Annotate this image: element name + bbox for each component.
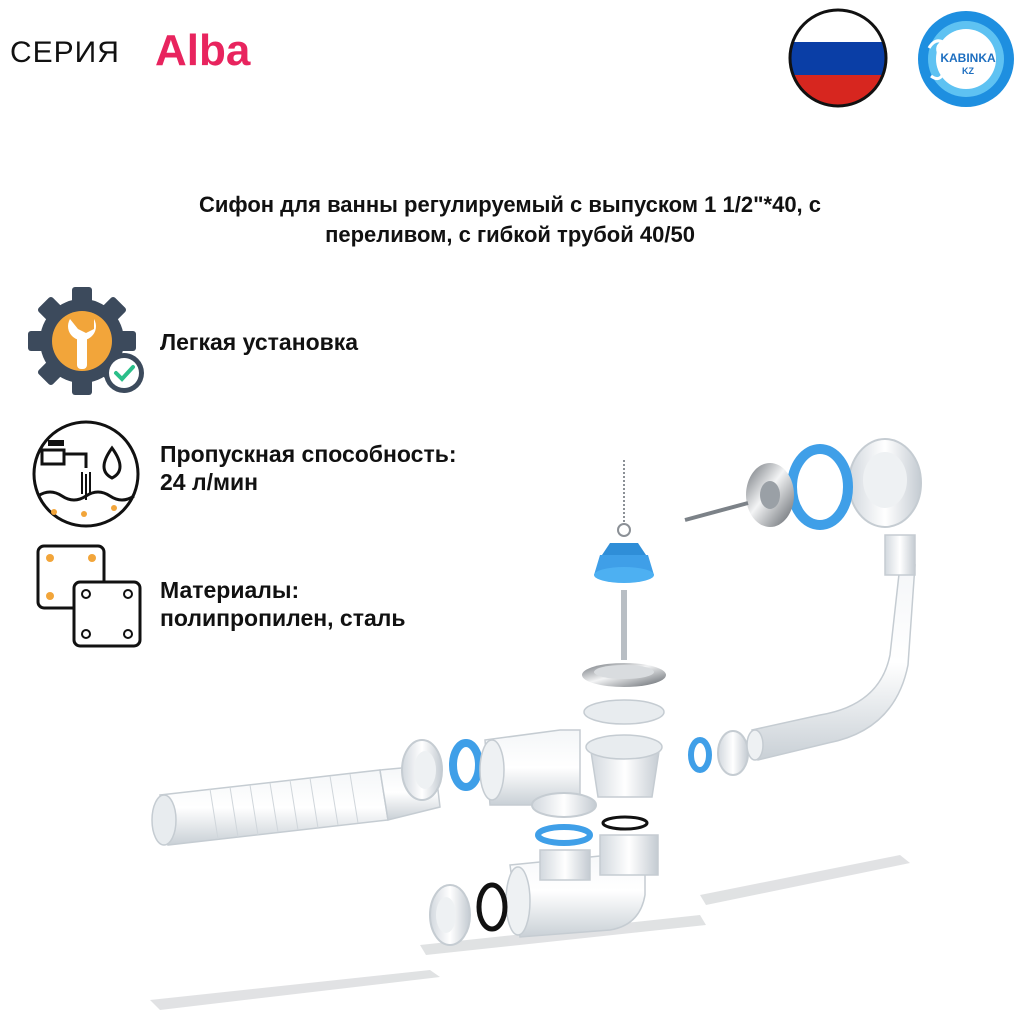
kabinka-logo: KABINKA KZ <box>918 11 1014 107</box>
chrome-drain-flange <box>582 663 666 687</box>
siphon-exploded-view-image <box>150 438 922 1010</box>
material-plates-icon <box>36 544 142 648</box>
feature-text-line: 24 л/мин <box>160 469 259 495</box>
blue-stopper <box>594 543 654 583</box>
corrugated-pipe-left <box>151 764 441 846</box>
union-nut-right <box>717 730 749 776</box>
logo-subtext: KZ <box>962 66 974 76</box>
series-label: СЕРИЯ <box>10 36 120 69</box>
elbow-connector <box>479 729 581 806</box>
product-title-line-2: переливом, с гибкой трубой 40/50 <box>325 222 695 247</box>
chrome-overflow-cap <box>746 463 794 527</box>
product-title-line-1: Сифон для ванны регулируемый с выпуском … <box>198 192 822 217</box>
drain-body <box>583 699 665 798</box>
black-o-ring <box>601 815 649 831</box>
blue-gasket <box>449 739 483 791</box>
blue-gasket <box>688 737 712 773</box>
feature-installation: Легкая установка <box>160 328 358 356</box>
faucet-water-icon <box>32 420 140 528</box>
feature-text-line: Легкая установка <box>160 329 359 355</box>
pipe-ribs <box>209 773 359 840</box>
product-title: Сифон для ванны регулируемый с выпуском … <box>60 190 960 250</box>
black-o-ring <box>476 882 508 932</box>
russia-flag-icon <box>788 8 888 108</box>
logo-text: KABINKA <box>940 51 996 65</box>
overflow-pipe <box>746 534 916 761</box>
feature-text-line: Материалы: <box>160 577 300 603</box>
overflow-housing <box>848 438 922 528</box>
overflow-screw <box>684 501 749 522</box>
feature-text-line: Пропускная способность: <box>160 441 457 467</box>
blue-gasket <box>535 824 593 846</box>
gear-wrench-icon <box>28 287 144 395</box>
series-name: Alba <box>155 26 251 75</box>
feature-throughput: Пропускная способность: 24 л/мин <box>160 440 457 496</box>
feature-materials: Материалы: полипропилен, сталь <box>160 576 406 632</box>
bottle-trap <box>505 834 659 938</box>
plug-chain <box>617 460 631 537</box>
lower-nut <box>531 792 597 818</box>
feature-text-line: полипропилен, сталь <box>160 605 406 631</box>
cleanout-cap <box>429 884 471 946</box>
blue-gasket-large <box>787 444 853 530</box>
union-nut-left <box>401 739 443 801</box>
